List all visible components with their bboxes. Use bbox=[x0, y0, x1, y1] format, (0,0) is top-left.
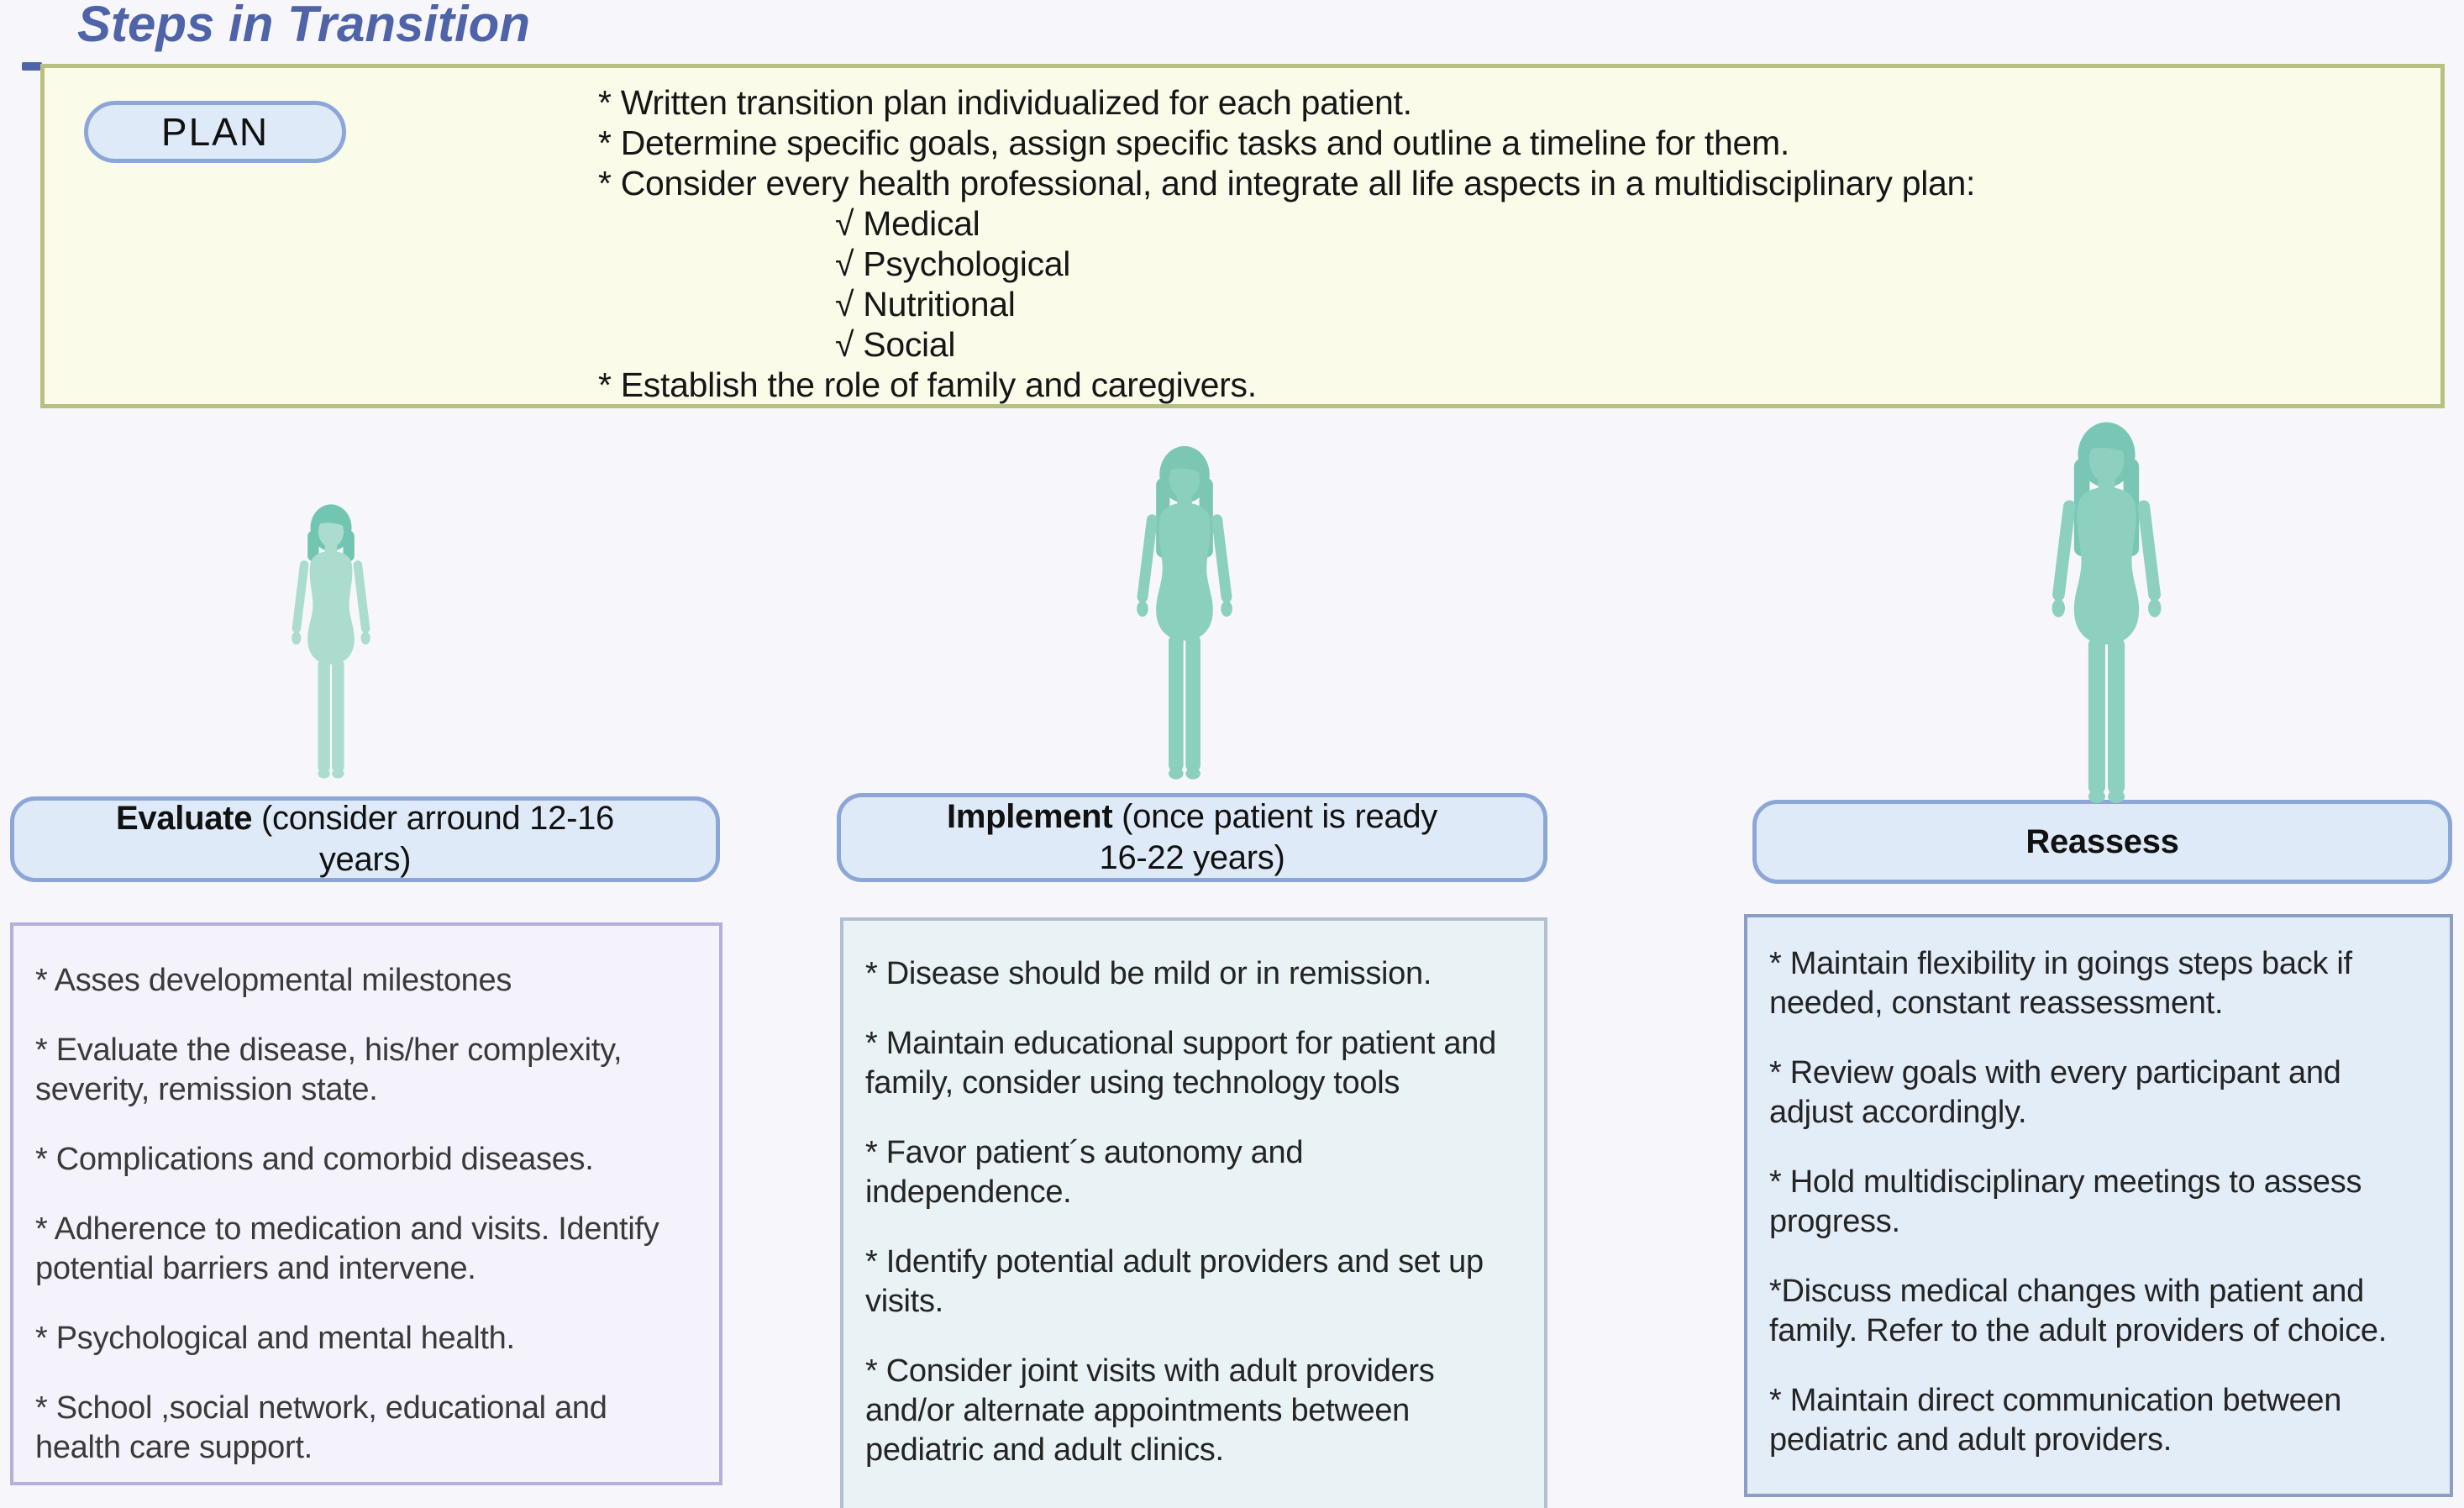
implement-bullet: * Maintain educational support for patie… bbox=[865, 1026, 1496, 1101]
evaluate-bullet: * Complications and comorbid diseases. bbox=[35, 1142, 594, 1177]
plan-bullet: √ Medical bbox=[835, 204, 980, 243]
teen-figure-icon bbox=[1137, 446, 1232, 780]
plan-bullet: √ Nutritional bbox=[835, 285, 1016, 323]
reassess-step-pill: Reassess bbox=[1752, 800, 2452, 884]
evaluate-bullet-list: * Asses developmental milestones * Evalua… bbox=[10, 922, 722, 1485]
plan-bullet: * Written transition plan individualized… bbox=[598, 83, 1412, 122]
evaluate-bullet: * Evaluate the disease, his/her complexi… bbox=[35, 1032, 623, 1107]
reassess-bullet: * Review goals with every participant an… bbox=[1769, 1055, 2341, 1130]
evaluate-step-label-rest: (consider arround 12-16 years) bbox=[252, 800, 614, 878]
adult-hair-fringe bbox=[2079, 437, 2133, 456]
tick-mark bbox=[22, 62, 42, 71]
plan-section-box bbox=[40, 64, 2445, 408]
implement-step-label: Implement (once patient is ready 16-22 y… bbox=[919, 796, 1465, 879]
plan-step-pill: PLAN bbox=[84, 101, 346, 163]
plan-step-label: PLAN bbox=[160, 110, 270, 154]
plan-bullet: * Establish the role of family and careg… bbox=[598, 365, 1257, 404]
plan-bullet: * Consider every health professional, an… bbox=[598, 164, 1976, 202]
evaluate-bullet: * Asses developmental milestones bbox=[35, 963, 512, 998]
plan-bullet: √ Social bbox=[835, 325, 956, 364]
teen-body bbox=[1137, 460, 1232, 780]
evaluate-bullet: * School ,social network, educational an… bbox=[35, 1390, 607, 1465]
plan-bullet: √ Psychological bbox=[835, 244, 1071, 283]
plan-bullet: * Determine specific goals, assign speci… bbox=[598, 123, 1789, 162]
evaluate-step-pill: Evaluate (consider arround 12-16 years) bbox=[10, 796, 720, 882]
reassess-bullet: * Maintain flexibility in goings steps b… bbox=[1769, 946, 2352, 1021]
adult-figure-icon bbox=[2052, 422, 2162, 803]
implement-bullet: * Identify potential adult providers and… bbox=[865, 1244, 1484, 1319]
implement-step-label-rest: (once patient is ready 16-22 years) bbox=[1099, 798, 1438, 876]
implement-bullet: * Consider joint visits with adult provi… bbox=[865, 1353, 1435, 1468]
evaluate-bullet: * Adherence to medication and visits. Id… bbox=[35, 1211, 659, 1286]
implement-step-label-bold: Implement bbox=[947, 798, 1113, 836]
reassess-bullet: * Maintain direct communication between … bbox=[1769, 1383, 2342, 1458]
child-hair-fringe bbox=[311, 515, 350, 529]
evaluate-step-label: Evaluate (consider arround 12-16 years) bbox=[92, 798, 638, 880]
teen-hair-fringe bbox=[1160, 459, 1208, 476]
page-title: Steps in Transition bbox=[77, 0, 530, 52]
reassess-step-label: Reassess bbox=[2025, 822, 2179, 863]
evaluate-bullet: * Psychological and mental health. bbox=[35, 1321, 515, 1356]
reassess-bullet-list: * Maintain flexibility in goings steps b… bbox=[1744, 914, 2453, 1497]
implement-bullet: * Disease should be mild or in remission… bbox=[865, 956, 1432, 991]
implement-bullet-list: * Disease should be mild or in remission… bbox=[840, 917, 1547, 1508]
reassess-step-label-bold: Reassess bbox=[2025, 822, 2179, 860]
evaluate-step-label-bold: Evaluate bbox=[116, 800, 253, 838]
child-figure-icon bbox=[292, 504, 370, 779]
plan-bullet-list: * Written transition plan individualized… bbox=[598, 82, 2404, 405]
reassess-bullet: *Discuss medical changes with patient an… bbox=[1769, 1274, 2387, 1348]
reassess-bullet: * Hold multidisciplinary meetings to ass… bbox=[1769, 1164, 2362, 1239]
implement-bullet: * Favor patient´s autonomy and independe… bbox=[865, 1135, 1304, 1210]
implement-step-pill: Implement (once patient is ready 16-22 y… bbox=[837, 793, 1547, 882]
adult-body bbox=[2052, 438, 2162, 803]
child-body bbox=[292, 515, 370, 779]
